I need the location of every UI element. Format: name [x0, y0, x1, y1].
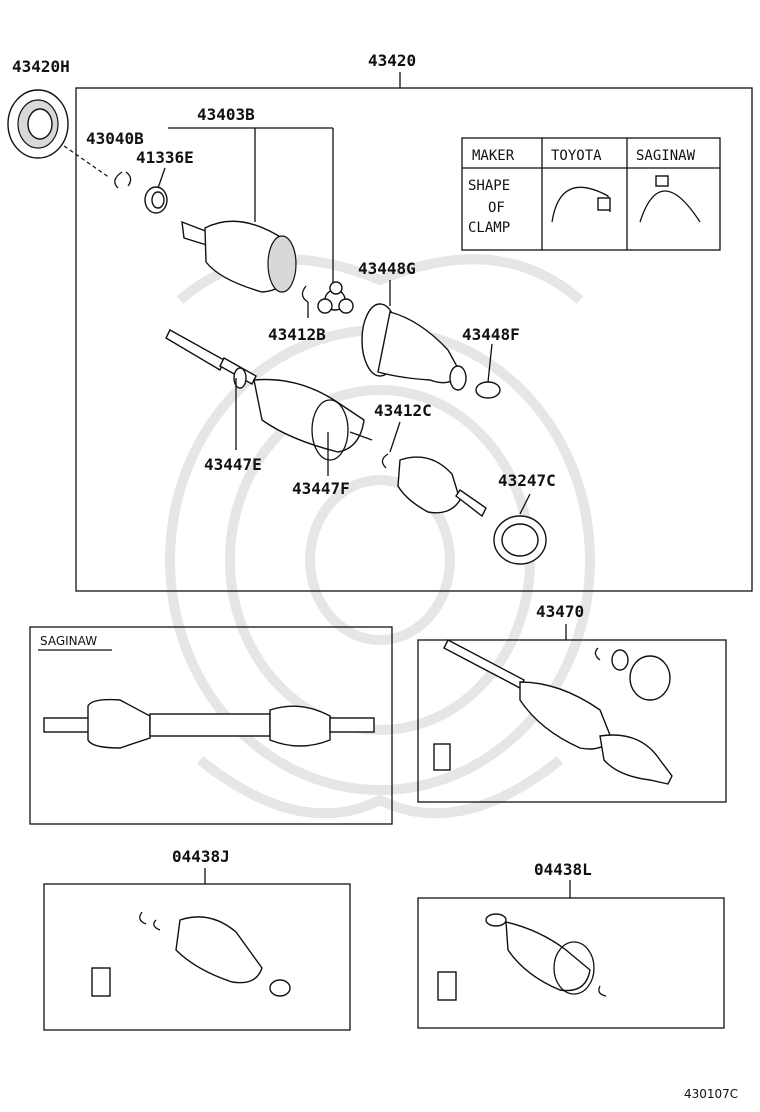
snap-ring-43040B: [114, 171, 132, 189]
table-shape-line2: OF: [488, 200, 505, 216]
footer-code: 430107C: [684, 1087, 738, 1101]
clamp-43448F: [475, 381, 501, 399]
kit-box-04438J: [43, 883, 351, 1031]
outer-joint-43403B: [181, 220, 297, 293]
inner-boot-43448G: [361, 303, 467, 391]
saginaw-box: [29, 626, 393, 825]
table-header-maker: MAKER: [472, 148, 515, 164]
ring-41336E: [144, 186, 168, 214]
drive-shaft: [165, 329, 257, 389]
assembly-box-43470: [417, 639, 727, 803]
label-43447E: 43447E: [204, 455, 262, 474]
oil-seal-43420H: [7, 89, 69, 159]
label-43448F: 43448F: [462, 325, 520, 344]
label-43448G: 43448G: [358, 259, 416, 278]
label-saginaw-box: SAGINAW: [40, 634, 97, 648]
tripod-joint: [317, 281, 354, 314]
outer-boot-43447F: [253, 378, 373, 461]
label-43447F: 43447F: [292, 479, 350, 498]
label-41336E: 41336E: [136, 148, 194, 167]
kit-box-04438L: [417, 897, 725, 1029]
outer-cv-joint: [397, 456, 487, 518]
clamp-table: [461, 137, 721, 251]
label-04438L: 04438L: [534, 860, 592, 879]
label-43040B: 43040B: [86, 129, 144, 148]
boot-kit-04438J: [91, 911, 291, 997]
ring-43247C: [493, 515, 547, 565]
label-43403B: 43403B: [197, 105, 255, 124]
leader-43420H: [63, 145, 111, 179]
table-header-saginaw: SAGINAW: [636, 148, 696, 164]
shaft-assembly-43470: [433, 639, 673, 785]
label-43247C: 43247C: [498, 471, 556, 490]
table-header-toyota: TOYOTA: [551, 148, 602, 164]
label-43420H: 43420H: [12, 57, 70, 76]
assembly-frame-43420: [75, 87, 753, 592]
label-43412C: 43412C: [374, 401, 432, 420]
label-43412B: 43412B: [268, 325, 326, 344]
snap-ring-43412B: [301, 285, 309, 303]
snap-ring-43412C: [381, 453, 389, 469]
toyota-clamp-icon: [551, 186, 611, 223]
table-shape-line3: CLAMP: [468, 220, 510, 236]
saginaw-clamp-icon: [639, 190, 701, 223]
table-shape-line1: SHAPE: [468, 178, 510, 194]
boot-kit-04438L: [437, 913, 607, 1001]
label-43420: 43420: [368, 51, 416, 70]
label-04438J: 04438J: [172, 847, 230, 866]
saginaw-shaft-assembly: [43, 698, 375, 749]
label-43470: 43470: [536, 602, 584, 621]
